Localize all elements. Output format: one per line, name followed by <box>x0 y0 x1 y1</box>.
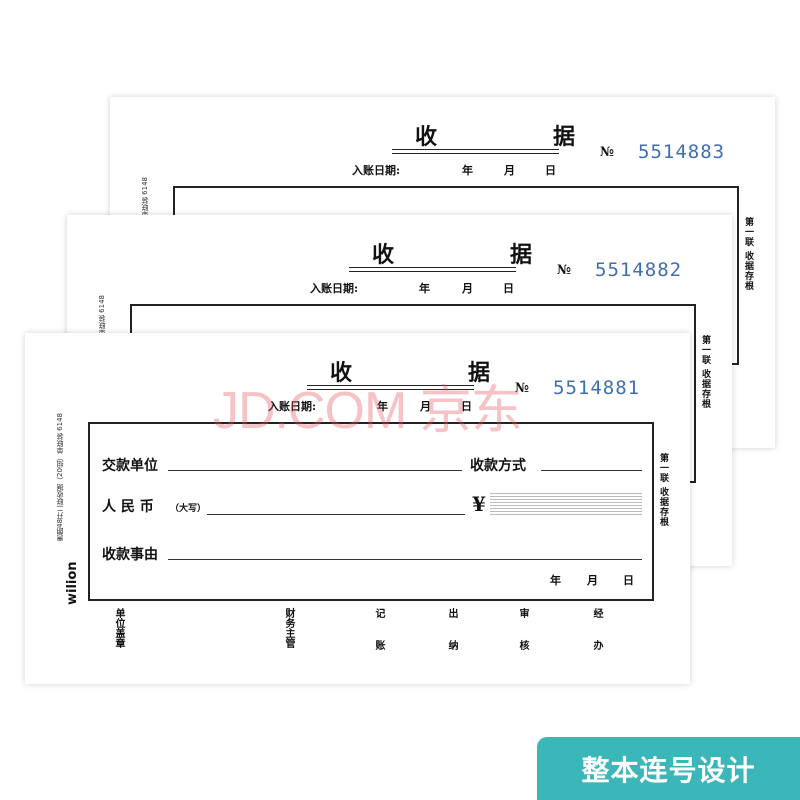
payer-label: 交款单位 <box>102 458 158 474</box>
signature-handler: 经办 <box>591 608 602 672</box>
receipt-title: 收据 <box>390 119 600 151</box>
receipt-title: 收据 <box>305 355 515 387</box>
month-label: 月 <box>462 282 473 295</box>
box-year: 年 <box>550 574 561 587</box>
day-label: 日 <box>503 282 514 295</box>
payment-method-line <box>541 470 642 471</box>
serial-number: 5514881 <box>553 377 641 399</box>
serial-number: 5514883 <box>638 141 726 163</box>
yen-label: ¥ <box>472 492 486 516</box>
receipt-title: 收据 <box>347 237 557 269</box>
no-label: № <box>600 145 615 160</box>
title-char: 收 <box>415 124 438 150</box>
year-label: 年 <box>462 164 473 177</box>
payment-method-label: 收款方式 <box>470 458 526 474</box>
product-code: 惠朗48开二联收据（20组）单联装 6148 <box>56 413 64 542</box>
payer-line <box>168 470 462 471</box>
receipt-box: 交款单位 收款方式 人 民 币 （大写） ¥ 收款事由 年 月 日 <box>88 422 654 601</box>
watermark: JD.COM 京东 <box>213 382 523 440</box>
title-underline <box>392 149 559 154</box>
side-label: 第一联 收据存根 <box>658 453 668 528</box>
box-day: 日 <box>623 574 634 587</box>
month-label: 月 <box>420 400 431 413</box>
title-underline <box>349 267 516 272</box>
receipt-sheet-1: 收据 入账日期: 年 月 日 № 5514881 交款单位 收款方式 人 民 币… <box>25 333 690 684</box>
no-label: № <box>557 263 572 278</box>
title-char: 收 <box>330 360 353 386</box>
day-label: 日 <box>545 164 556 177</box>
title-char: 据 <box>467 360 490 386</box>
date-label: 入账日期: <box>268 400 317 413</box>
signature-bookkeeping: 记账 <box>373 608 384 672</box>
side-label: 第一联 收据存根 <box>700 335 710 410</box>
no-label: № <box>515 381 530 396</box>
signature-stamp: 单位盖章 <box>113 608 124 648</box>
feature-badge: 整本连号设计 <box>537 737 800 800</box>
uppercase-label: （大写） <box>170 504 207 514</box>
date-label: 入账日期: <box>352 164 401 177</box>
side-label: 第一联 收据存根 <box>743 217 753 292</box>
reason-line <box>168 559 642 560</box>
rmb-label: 人 民 币 <box>102 499 154 515</box>
signature-cashier: 出纳 <box>446 608 457 672</box>
year-label: 年 <box>419 282 430 295</box>
year-label: 年 <box>377 400 388 413</box>
month-label: 月 <box>504 164 515 177</box>
title-char: 收 <box>372 242 395 268</box>
reason-label: 收款事由 <box>102 547 158 563</box>
brand-logo: wilion <box>65 561 80 605</box>
box-month: 月 <box>587 574 598 587</box>
day-label: 日 <box>461 400 472 413</box>
rmb-line <box>207 514 465 515</box>
title-char: 据 <box>552 124 575 150</box>
signature-finance: 财务主管 <box>283 608 294 648</box>
signature-review: 审核 <box>517 608 528 672</box>
title-char: 据 <box>509 242 532 268</box>
date-label: 入账日期: <box>310 282 359 295</box>
amount-lines <box>490 491 642 515</box>
serial-number: 5514882 <box>595 259 683 281</box>
title-underline <box>307 385 474 390</box>
